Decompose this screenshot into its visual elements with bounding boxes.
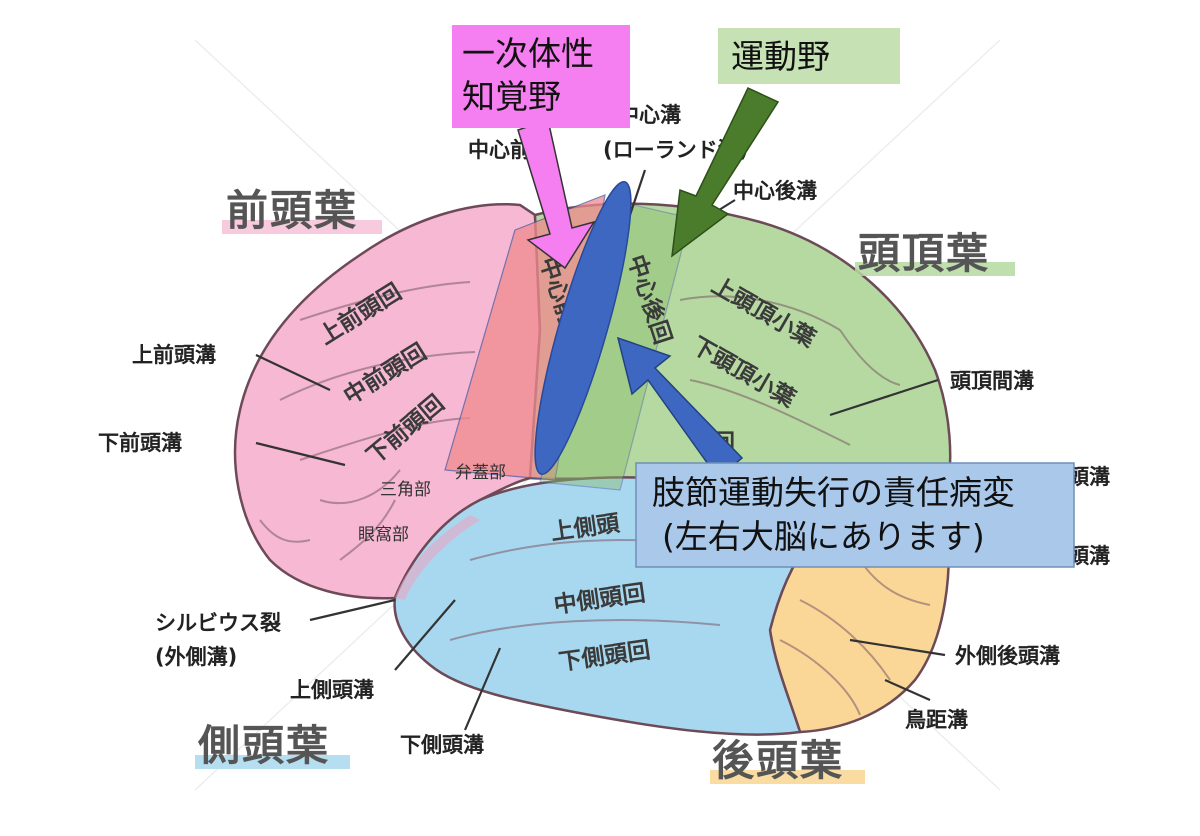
arrows — [517, 87, 780, 480]
label-inferior-frontal-sulcus: 下前頭溝 — [98, 431, 182, 455]
lesion-line-1: 肢節運動失行の責任病変 — [652, 473, 1015, 512]
motor-label: 運動野 — [731, 37, 830, 76]
gyrus-opercular: 弁蓋部 — [455, 463, 506, 483]
lobe-labels: 前頭葉 頭頂葉 側頭葉 後頭葉 — [195, 186, 1015, 785]
sensory-arrow — [517, 119, 596, 270]
sensory-line-1: 一次体性 — [462, 34, 594, 73]
label-occipital-lobe: 後頭葉 — [712, 736, 844, 785]
lesion-arrow — [616, 336, 744, 480]
frontal-operculum — [395, 515, 480, 600]
label-lateral-occipital-sulcus: 外側後頭溝 — [955, 644, 1060, 668]
label-right-hidden-2: 頭溝 — [1068, 544, 1110, 568]
sensory-box — [452, 25, 630, 128]
label-superior-temporal-sulcus: 上側頭溝 — [290, 678, 374, 702]
label-postcentral-sulcus: 中心後溝 — [733, 179, 817, 203]
motor-box — [718, 28, 900, 84]
label-sylvian-fissure: シルビウス裂 — [155, 611, 281, 635]
lesion-box — [635, 462, 1075, 568]
motor-arrow — [671, 87, 780, 258]
lesion-line-2: (左右大脳にあります) — [662, 517, 985, 556]
label-intraparietal-sulcus: 頭頂間溝 — [950, 369, 1034, 393]
frontal-underline — [222, 220, 382, 234]
temporal-underline — [195, 755, 350, 769]
callout-sensory: 一次体性 知覚野 — [452, 25, 630, 128]
gyrus-triangular: 三角部 — [380, 480, 431, 500]
label-superior-frontal-sulcus: 上前頭溝 — [132, 343, 216, 367]
callout-motor: 運動野 — [718, 28, 900, 84]
label-frontal-lobe: 前頭葉 — [226, 186, 358, 235]
label-calcarine-sulcus: 鳥距溝 — [905, 708, 968, 732]
gyrus-orbital: 眼窩部 — [358, 525, 409, 545]
label-inferior-temporal-sulcus: 下側頭溝 — [400, 733, 484, 757]
occipital-underline — [710, 770, 865, 784]
label-temporal-lobe: 側頭葉 — [197, 721, 330, 770]
callout-lesion: 肢節運動失行の責任病変 (左右大脳にあります) — [635, 462, 1075, 568]
parietal-underline — [855, 262, 1015, 276]
label-right-hidden-1: 頭溝 — [1068, 465, 1110, 489]
label-parietal-lobe: 頭頂葉 — [858, 229, 990, 278]
brain-lobes — [233, 202, 952, 736]
label-lateral-sulcus: (外側溝) — [155, 645, 237, 669]
lesion-marker — [534, 180, 632, 476]
sensory-line-2: 知覚野 — [462, 77, 561, 116]
